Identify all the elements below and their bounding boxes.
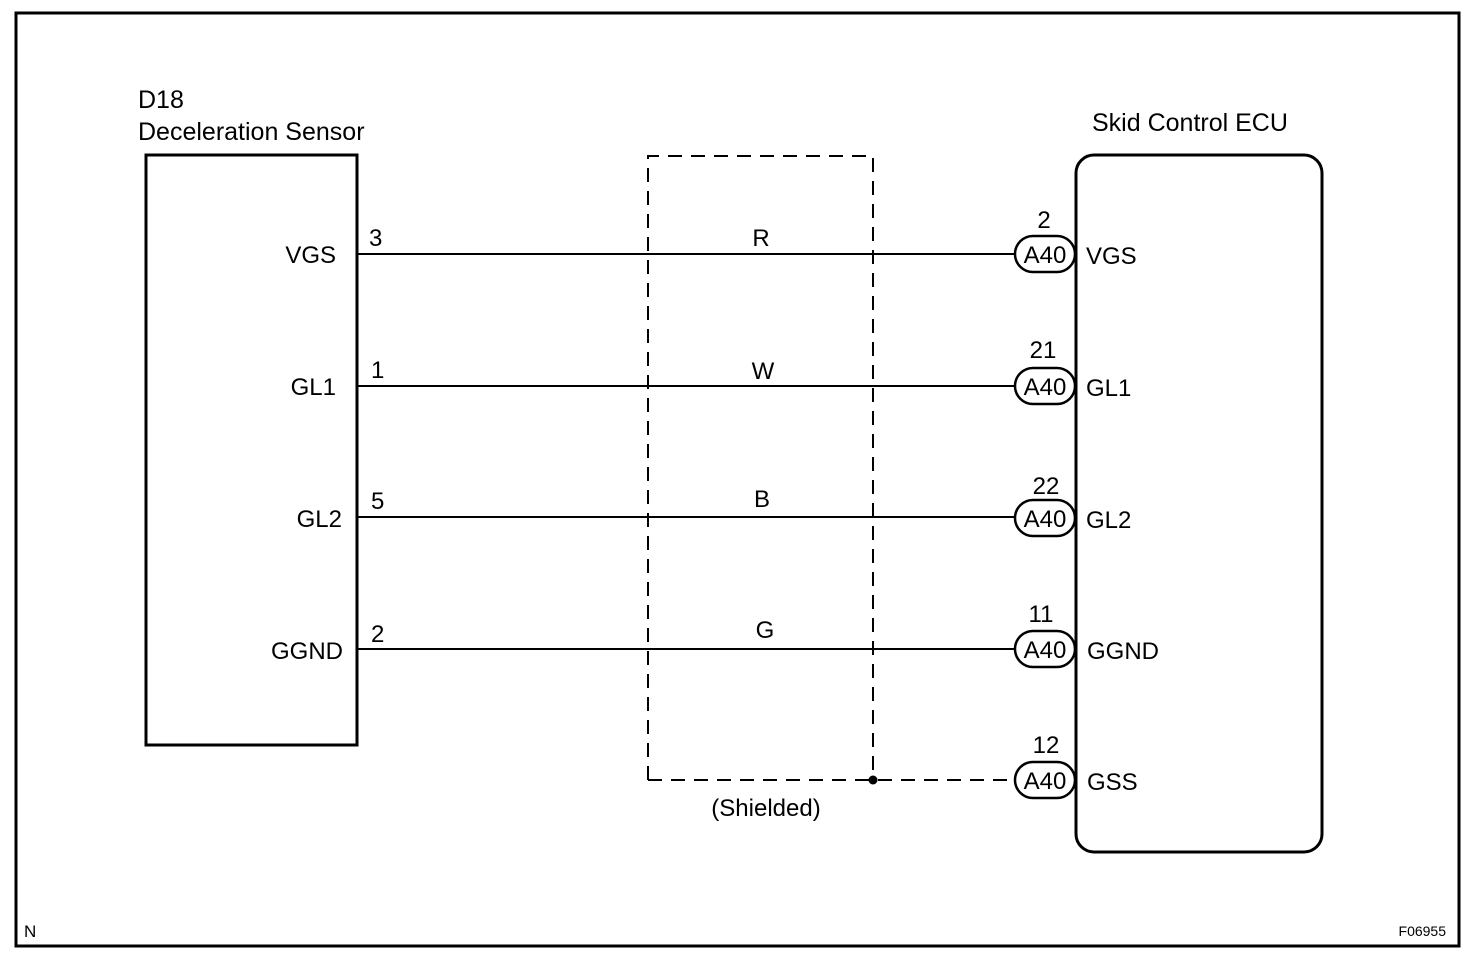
deceleration-sensor-box bbox=[144, 153, 359, 747]
ecu-name: Skid Control ECU bbox=[1092, 109, 1288, 137]
connector-label-gl2: A40 bbox=[1024, 506, 1067, 533]
ecu-terminal-gl1: GL1 bbox=[1086, 375, 1131, 402]
connector-label-ggnd: A40 bbox=[1024, 637, 1067, 664]
circuit-vgs: VGS 3 R 2 A40 VGS bbox=[285, 207, 1137, 274]
ecu-terminal-gl2: GL2 bbox=[1086, 507, 1131, 534]
sensor-terminal-gl1: GL1 bbox=[291, 374, 336, 401]
connector-oval-vgs bbox=[1013, 234, 1077, 274]
sensor-pin-gl2: 5 bbox=[371, 488, 384, 515]
sensor-terminal-vgs: VGS bbox=[285, 242, 336, 269]
sensor-name: Deceleration Sensor bbox=[138, 118, 365, 146]
sensor-pin-gl1: 1 bbox=[371, 357, 384, 384]
connector-label-vgs: A40 bbox=[1024, 242, 1067, 269]
connector-oval-ggnd bbox=[1013, 629, 1077, 669]
shield-junction-dot bbox=[868, 775, 878, 785]
wire-color-vgs: R bbox=[752, 225, 769, 252]
circuit-gl1: GL1 1 W 21 A40 GL1 bbox=[291, 337, 1131, 406]
skid-control-ecu-box bbox=[1074, 153, 1324, 854]
connector-oval-gss bbox=[1013, 760, 1077, 800]
connector-label-gl1: A40 bbox=[1024, 374, 1067, 401]
ecu-pin-gss: 12 bbox=[1033, 732, 1060, 759]
ecu-terminal-vgs: VGS bbox=[1086, 243, 1137, 270]
connector-oval-gl2 bbox=[1013, 498, 1077, 538]
ecu-pin-gl2: 22 bbox=[1033, 473, 1060, 500]
wire-color-ggnd: G bbox=[756, 617, 775, 644]
wire-color-gl2: B bbox=[754, 486, 770, 513]
shield-label: (Shielded) bbox=[711, 795, 820, 822]
connector-label-gss: A40 bbox=[1024, 768, 1067, 795]
connector-oval-gl1 bbox=[1013, 366, 1077, 406]
shield-outline bbox=[647, 155, 874, 780]
circuit-ggnd: GGND 2 G 11 A40 GGND bbox=[271, 601, 1159, 669]
figure-code: F06955 bbox=[1399, 923, 1447, 939]
circuit-gss: 12 A40 GSS bbox=[1013, 732, 1138, 800]
sensor-pin-vgs: 3 bbox=[369, 225, 382, 252]
wire-color-gl1: W bbox=[752, 358, 775, 385]
sensor-pin-ggnd: 2 bbox=[371, 621, 384, 648]
circuit-gl2: GL2 5 B 22 A40 GL2 bbox=[297, 473, 1131, 538]
ecu-pin-ggnd: 11 bbox=[1029, 601, 1054, 628]
ecu-pin-gl1: 21 bbox=[1030, 337, 1057, 364]
diagram-frame bbox=[14, 11, 1461, 948]
sensor-terminal-gl2: GL2 bbox=[297, 506, 342, 533]
sensor-code: D18 bbox=[138, 86, 184, 114]
ecu-terminal-gss: GSS bbox=[1087, 769, 1138, 796]
ecu-pin-vgs: 2 bbox=[1037, 207, 1050, 234]
ecu-terminal-ggnd: GGND bbox=[1087, 638, 1159, 665]
corner-label-left: N bbox=[24, 922, 36, 941]
sensor-terminal-ggnd: GGND bbox=[271, 638, 343, 665]
